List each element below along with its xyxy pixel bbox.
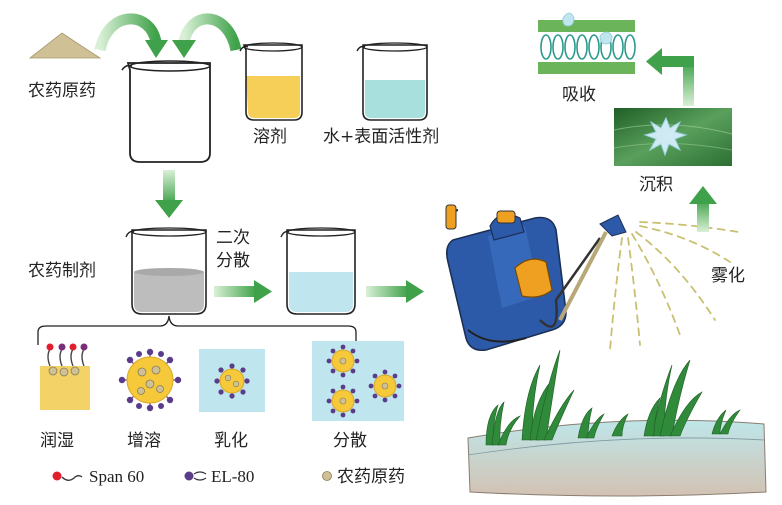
leaf-cross-section-panel — [538, 12, 636, 74]
solvent-beaker-icon — [239, 42, 303, 121]
curved-arrow-left — [94, 13, 168, 58]
emulsification-label: 乳化 — [214, 431, 248, 451]
legend-el80-label: EL-80 — [211, 467, 254, 486]
absorption-label: 吸收 — [562, 85, 596, 105]
leaf-surface-panel — [613, 108, 733, 166]
backpack-sprayer-icon — [445, 204, 627, 352]
wetting-panel — [40, 343, 90, 410]
solubilization-label: 增溶 — [127, 431, 161, 451]
mixing-beaker-icon — [121, 60, 211, 163]
span60-molecule-icon — [52, 471, 83, 481]
water-surfactant-label: 水+表面活性剂 — [323, 127, 439, 147]
dispersion-label: 分散 — [333, 431, 367, 451]
water-surfactant-beaker-icon — [356, 42, 428, 121]
dispersion-beaker-icon — [280, 227, 356, 315]
solubilization-micelle-icon — [118, 348, 182, 412]
legend: Span 60 EL-80 农药原药 — [52, 467, 405, 487]
curved-arrow-right — [172, 13, 242, 58]
droplet-splash-icon — [643, 116, 688, 157]
spray-mist — [609, 221, 739, 351]
active-ingredient-label: 农药原药 — [28, 81, 96, 101]
down-arrow — [155, 170, 183, 218]
formulation-label: 农药制剂 — [28, 261, 96, 281]
emulsification-panel — [199, 349, 265, 412]
wetting-label: 润湿 — [40, 431, 74, 451]
right-arrow-dispersion — [214, 280, 272, 303]
secondary-dispersion-label-line1: 二次 — [216, 228, 250, 248]
dispersion-panel — [312, 341, 404, 421]
deposition-label: 沉积 — [639, 175, 673, 195]
secondary-dispersion-label-line2: 分散 — [216, 251, 250, 271]
pesticide-particle-icon — [322, 471, 332, 481]
el80-molecule-icon — [184, 471, 207, 481]
formulation-beaker-icon — [125, 227, 207, 315]
legend-span60-label: Span 60 — [89, 467, 144, 486]
pesticide-powder-pile-icon — [28, 32, 102, 59]
solvent-label: 溶剂 — [253, 127, 287, 147]
atomization-label: 雾化 — [711, 266, 745, 286]
up-arrow-deposition — [689, 186, 717, 232]
right-arrow-sprayer — [366, 280, 424, 303]
mechanism-bracket — [37, 315, 357, 345]
legend-active-ingredient-label: 农药原药 — [337, 467, 405, 487]
up-arrow-absorption — [646, 48, 694, 106]
grass-plants-icon — [485, 349, 741, 446]
